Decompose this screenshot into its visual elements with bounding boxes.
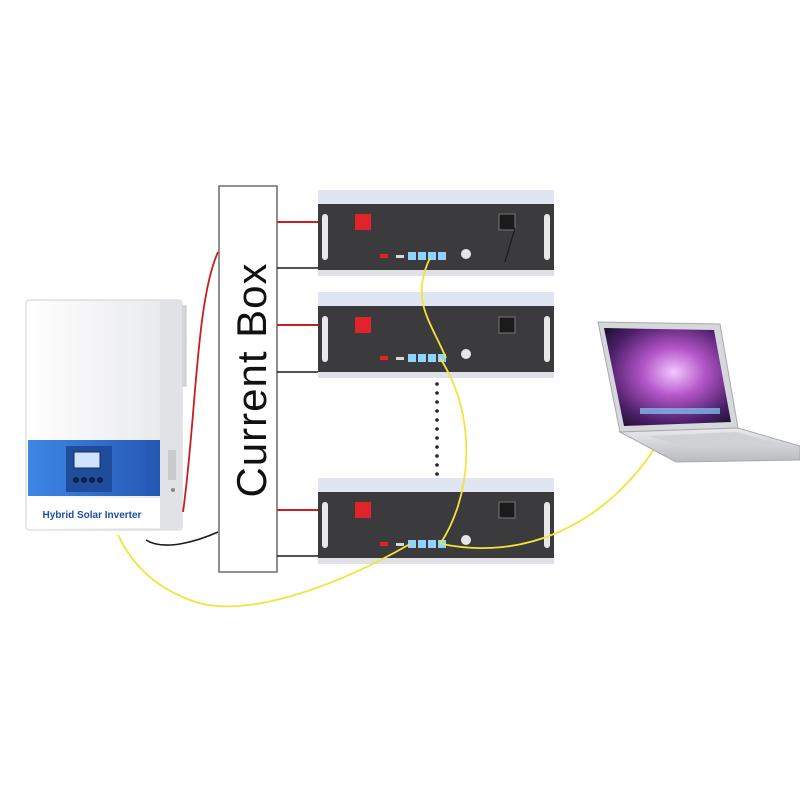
module1-top-cover <box>318 190 554 206</box>
inverter-button-2 <box>81 477 87 483</box>
inverter-button-3 <box>89 477 95 483</box>
module2-top-cover <box>318 292 554 308</box>
battery-module-3 <box>318 478 554 564</box>
module1-negative-terminal <box>498 213 516 231</box>
module1-indicator <box>396 255 404 258</box>
module3-positive-terminal <box>355 502 371 518</box>
module3-top-cover <box>318 478 554 494</box>
module3-switch <box>380 542 388 546</box>
inverter-side-port <box>171 488 175 492</box>
module2-front-panel <box>318 306 554 374</box>
inverter-side-panel <box>160 300 182 530</box>
module1-handle-right <box>544 214 550 260</box>
module1-comm-port-1 <box>408 252 416 260</box>
module3-indicator <box>396 543 404 546</box>
module1-comm-port-3 <box>428 252 436 260</box>
module3-handle-right <box>544 502 550 548</box>
module1-comm-port-2 <box>418 252 426 260</box>
module3-reset-button <box>461 535 471 545</box>
battery-module-1 <box>318 190 554 276</box>
inverter-lcd-screen <box>73 451 101 469</box>
inverter-button-4 <box>97 477 103 483</box>
current-box-frame <box>218 185 278 573</box>
module1-comm-port-4 <box>438 252 446 260</box>
battery-module-2 <box>318 292 554 378</box>
module2-positive-terminal <box>355 317 371 333</box>
module2-handle-right <box>544 316 550 362</box>
module2-reset-button <box>461 349 471 359</box>
module3-front-panel <box>318 492 554 560</box>
inverter-side-vent <box>168 450 176 480</box>
module3-negative-terminal <box>498 501 516 519</box>
inverter-label-strip <box>28 498 160 528</box>
module3-bottom-edge <box>318 558 554 564</box>
module1-handle-left <box>322 214 328 260</box>
module2-indicator <box>396 357 404 360</box>
current-box: Current Box <box>218 185 278 573</box>
laptop-keyboard <box>648 432 780 448</box>
module3-comm-port-3 <box>428 540 436 548</box>
module2-negative-terminal <box>498 316 516 334</box>
communication-wires <box>117 257 656 608</box>
module2-switch <box>380 356 388 360</box>
module2-bottom-edge <box>318 372 554 378</box>
module2-comm-port-2 <box>418 354 426 362</box>
module1-switch <box>380 254 388 258</box>
module1-bottom-edge <box>318 270 554 276</box>
comm-wire-module2-to-module3 <box>439 357 468 545</box>
module1-positive-terminal <box>355 214 371 230</box>
inverter-negative-wire <box>145 531 219 546</box>
hybrid-solar-inverter: Hybrid Solar Inverter <box>25 299 187 531</box>
comm-wire-module1-to-module2 <box>420 257 447 359</box>
module2-comm-port-1 <box>408 354 416 362</box>
inverter-positive-wire <box>182 251 219 513</box>
inverter-label: Hybrid Solar Inverter <box>43 510 142 521</box>
module3-comm-port-1 <box>408 540 416 548</box>
laptop-dock <box>640 408 720 414</box>
module1-negative-stub <box>504 227 516 263</box>
module3-handle-left <box>322 502 328 548</box>
module1-reset-button <box>461 249 471 259</box>
module1-front-panel <box>318 204 554 272</box>
module3-comm-port-2 <box>418 540 426 548</box>
current-box-label: Current Box <box>228 262 275 497</box>
module2-comm-port-4 <box>438 354 446 362</box>
more-modules-dots <box>435 382 439 476</box>
module2-handle-left <box>322 316 328 362</box>
inverter-button-1 <box>73 477 79 483</box>
module2-comm-port-3 <box>428 354 436 362</box>
comm-wire-module3-to-laptop <box>441 447 656 550</box>
laptop-icon <box>597 321 800 463</box>
laptop-screen <box>604 328 731 426</box>
comm-wire-module3-to-inverter <box>117 534 411 608</box>
